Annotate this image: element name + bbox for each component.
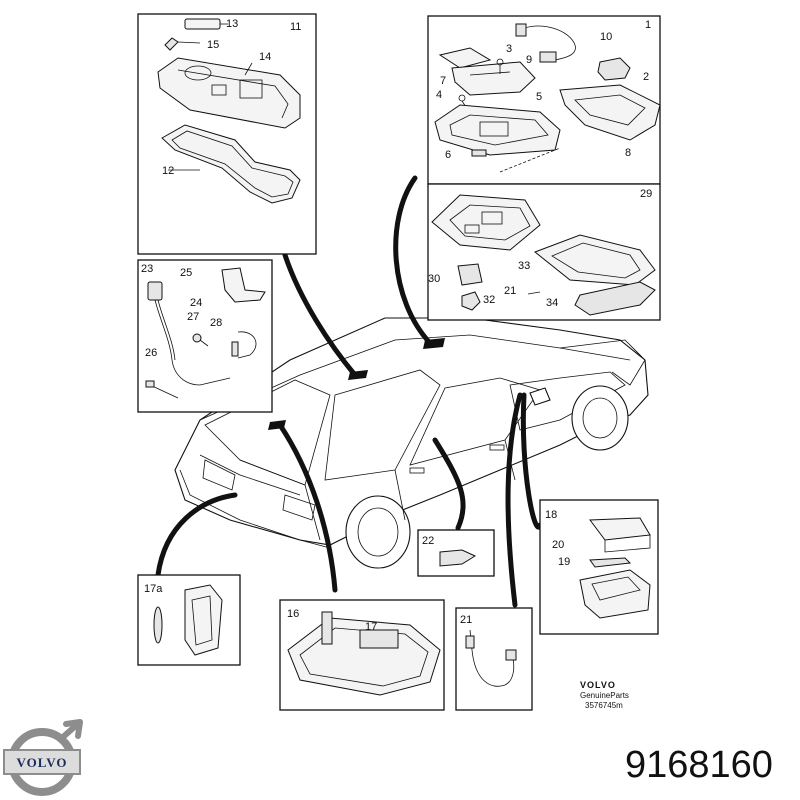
box-11-courtesy-lamp: 13 11 15 14 12: [137, 13, 317, 255]
brand-subtitle: GenuineParts: [580, 691, 629, 700]
drawing-reference: 3576745m: [585, 701, 623, 710]
callout-30: 30: [428, 273, 440, 285]
callout-33: 33: [518, 260, 530, 272]
callout-22: 22: [422, 535, 434, 547]
brand-block: VOLVO GenuineParts 3576745m: [580, 680, 629, 710]
callout-28: 28: [210, 317, 222, 329]
callout-10: 10: [600, 31, 612, 43]
callout-17: 17: [365, 621, 377, 633]
callout-15: 15: [207, 39, 219, 51]
logo-text: VOLVO: [17, 755, 68, 770]
callout-1: 1: [645, 19, 651, 31]
callout-20: 20: [552, 539, 564, 551]
volvo-iron-mark-icon: [3, 719, 83, 796]
callout-9: 9: [526, 54, 532, 66]
callout-16: 16: [287, 608, 299, 620]
box-22-bulb: 22: [417, 529, 495, 577]
car-body: [174, 317, 649, 569]
callout-13: 13: [226, 18, 238, 30]
callout-17a: 17a: [144, 583, 163, 595]
callout-6: 6: [445, 149, 451, 161]
box-23-wiring: 23 25 24 27 28 26: [137, 259, 273, 413]
callout-25: 25: [180, 267, 192, 279]
callout-24: 24: [190, 297, 202, 309]
callout-2: 2: [643, 71, 649, 83]
callout-8: 8: [625, 147, 631, 159]
box-17a-bulb: 17a: [137, 574, 241, 666]
callout-7: 7: [440, 75, 446, 87]
callout-34: 34: [546, 297, 558, 309]
box-16-cargo-lamp: 16 17: [279, 599, 445, 711]
callout-21: 21: [504, 285, 516, 297]
callout-14: 14: [259, 51, 271, 63]
callout-27: 27: [187, 311, 199, 323]
callout-11: 11: [290, 21, 301, 33]
callout-3: 3: [506, 43, 512, 55]
part-number: 9168160: [625, 744, 773, 786]
box-18-lamp: 18 20 19: [539, 499, 659, 635]
callout-4: 4: [436, 89, 442, 101]
callout-21b: 21: [460, 614, 472, 626]
callout-32: 32: [483, 294, 495, 306]
callout-23: 23: [141, 263, 153, 275]
callout-29: 29: [640, 188, 652, 200]
callout-18: 18: [545, 509, 557, 521]
pointer-lines: [155, 175, 543, 608]
callout-5: 5: [536, 91, 542, 103]
callout-19: 19: [558, 556, 570, 568]
box-21-cable: 21: [455, 607, 533, 711]
callout-12: 12: [162, 165, 174, 177]
callout-26: 26: [145, 347, 157, 359]
brand-name: VOLVO: [580, 680, 616, 690]
box-1-roof-console: 1 10 3 9 2 7 4 5 8 6: [427, 15, 661, 185]
box-29-interior-lamp: 29 30 33 21 32 34: [427, 183, 661, 321]
volvo-logo: VOLVO: [3, 719, 83, 796]
